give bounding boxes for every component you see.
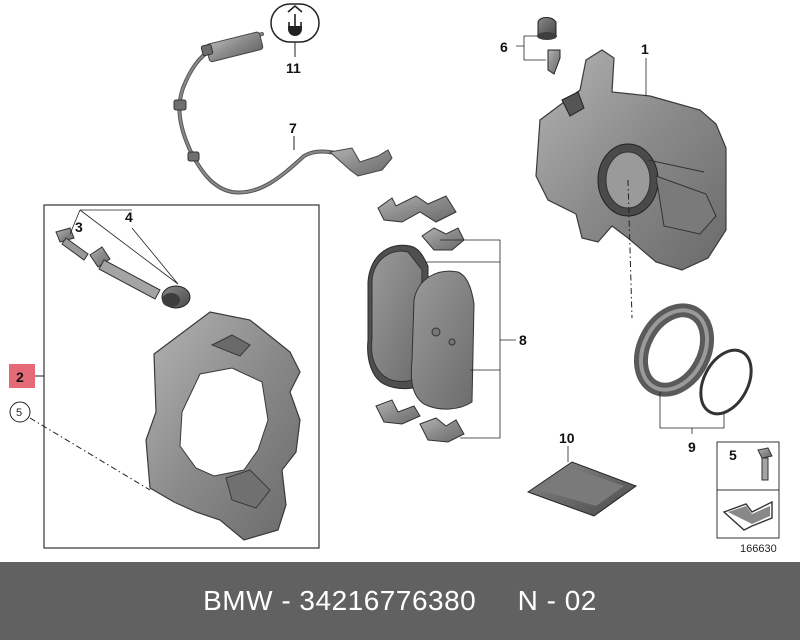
legend-box <box>716 441 780 539</box>
callout-2: 2 <box>16 369 24 385</box>
callout-10: 10 <box>559 430 575 446</box>
callout-11: 11 <box>286 60 301 76</box>
part-10-grease-packet <box>526 446 638 517</box>
callout-5-legend: 5 <box>729 447 737 463</box>
callout-9: 9 <box>688 439 696 455</box>
callout-5: 5 <box>16 407 22 419</box>
part-1-caliper <box>535 49 727 319</box>
callout-1: 1 <box>641 41 649 57</box>
callout-7: 7 <box>289 120 297 136</box>
callout-8: 8 <box>519 332 527 348</box>
part-11-connector-icon <box>270 3 320 57</box>
diagram-id: 166630 <box>740 543 777 555</box>
callout-2-highlight <box>9 364 35 388</box>
part-9-seal-kit <box>633 303 753 434</box>
parts-diagram: 11 7 2 5 3 4 <box>9 3 780 555</box>
callout-6: 6 <box>500 39 508 55</box>
callout-5-circle <box>9 401 31 423</box>
part-8-brake-pads <box>367 195 516 443</box>
footer-bar: BMW - 34216776380 N - 02 <box>0 562 800 640</box>
part-6-bleed-screw <box>516 17 561 75</box>
part-4-guide-pin <box>89 246 191 309</box>
part-3-bolt <box>55 227 89 261</box>
part-2-carrier-bracket <box>145 311 301 541</box>
part-number-caption: BMW - 34216776380 N - 02 <box>203 585 597 616</box>
callout-4: 4 <box>125 209 133 225</box>
part-7-wear-sensor <box>173 31 393 195</box>
callout-3: 3 <box>75 219 83 235</box>
